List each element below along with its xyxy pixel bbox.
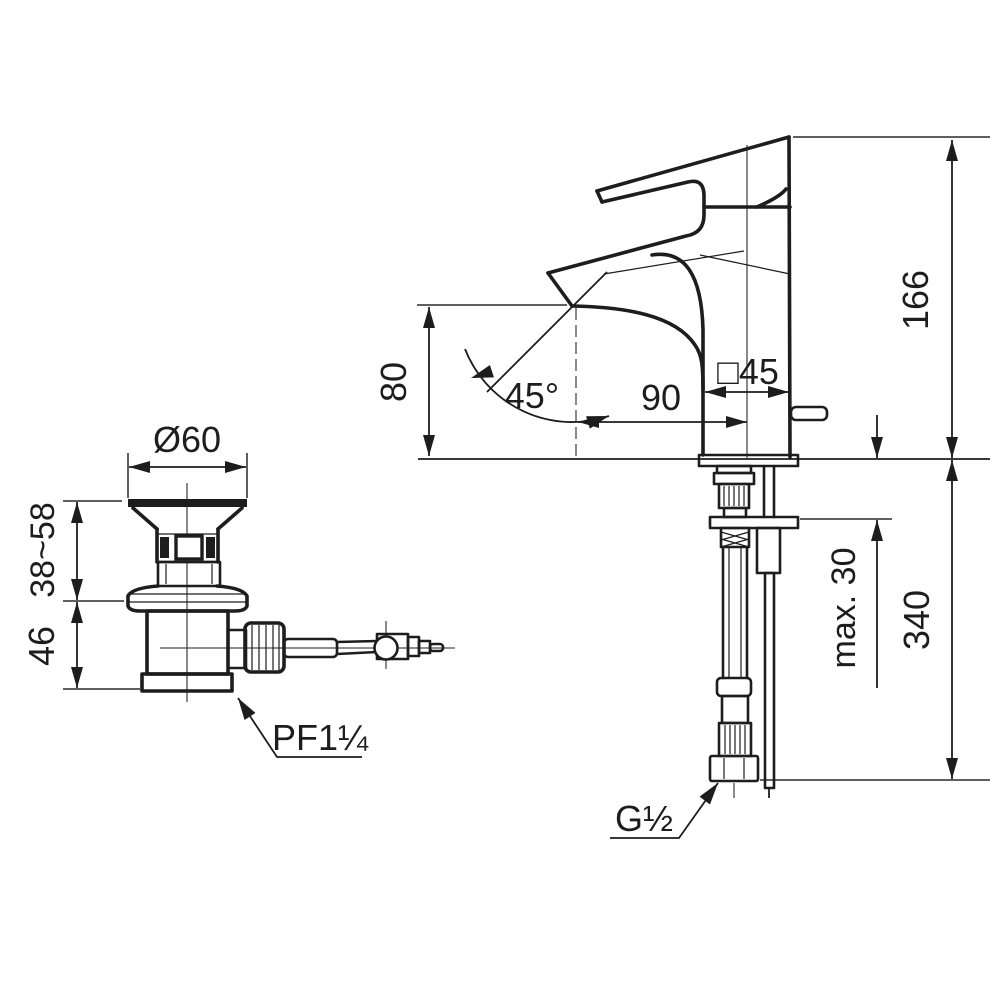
dimension-38-58: 38~58 xyxy=(24,502,83,600)
mounting-washer xyxy=(708,515,800,530)
label-text-g-half: G½ xyxy=(615,798,673,839)
pivot-rod-sleeve xyxy=(282,637,339,659)
body-right-edge xyxy=(787,135,792,459)
dimension-46: 46 xyxy=(21,602,83,688)
dim-text-dia60: Ø60 xyxy=(153,419,221,460)
label-drain-thread: PF1¼ xyxy=(232,694,369,758)
drain-flange-rim xyxy=(128,499,247,507)
lift-rod-upper xyxy=(762,464,776,519)
base-plate xyxy=(697,453,800,468)
spout-mouth-face xyxy=(546,271,574,308)
drain-assembly xyxy=(126,499,445,693)
under-counter-assembly xyxy=(708,464,800,798)
hose-connector xyxy=(715,676,753,698)
angle-annotation-45deg: 45° xyxy=(464,271,611,429)
shank-neck xyxy=(722,506,748,519)
knurl-texture xyxy=(723,486,745,506)
reference-lines xyxy=(63,136,990,798)
spout-bottom-curve xyxy=(570,304,705,392)
angle-arrow-end xyxy=(586,409,611,429)
pf-leader-arrow xyxy=(232,694,256,720)
dim-text-80: 80 xyxy=(373,362,414,402)
dimension-80: 80 xyxy=(373,307,435,456)
g-half-leader-line xyxy=(610,782,719,839)
pivot-tip xyxy=(428,642,445,653)
angle-text-45deg: 45° xyxy=(505,375,559,416)
label-supply-thread: G½ xyxy=(610,779,724,839)
dim-text-38-58: 38~58 xyxy=(24,502,62,598)
label-text-pf: PF1¼ xyxy=(272,717,369,758)
drain-square-port xyxy=(174,534,204,561)
dimension-90: 90 xyxy=(578,377,747,428)
lift-rod xyxy=(763,571,776,790)
angle-reference-line xyxy=(486,271,608,393)
g-half-leader-arrow xyxy=(699,779,724,805)
hose-nut-facets xyxy=(723,758,745,779)
drain-left-lug xyxy=(160,537,169,558)
dim-text-90: 90 xyxy=(641,377,681,418)
shank-collar xyxy=(712,471,756,486)
drain-diameter-extension-lines xyxy=(127,453,248,498)
locknut-ridges xyxy=(128,593,247,603)
thread-texture xyxy=(724,725,746,754)
dimension-166: 166 xyxy=(895,140,958,458)
pivot-ball xyxy=(373,635,399,661)
popup-knob xyxy=(789,405,829,422)
spout-ridge-line-2 xyxy=(699,254,791,275)
angle-arrow-start xyxy=(468,365,494,385)
dimension-max30: max. 30 xyxy=(825,415,883,688)
pivot-collar xyxy=(406,635,421,658)
spout-ridge-line-1 xyxy=(603,250,745,275)
hose-lower-tube xyxy=(720,694,750,725)
tailpiece-inner-lines xyxy=(165,564,213,584)
dim-text-max30: max. 30 xyxy=(825,548,863,669)
angle-arc xyxy=(464,348,610,423)
pivot-step xyxy=(417,639,432,655)
drain-foot xyxy=(140,672,234,693)
supply-hose-walls xyxy=(721,545,749,680)
hose-crimp xyxy=(719,526,751,549)
gland-ribs xyxy=(251,625,280,670)
dim-text-square45: □45 xyxy=(717,351,779,392)
handle-top-edge xyxy=(595,135,791,193)
drain-funnel xyxy=(131,506,244,531)
drain-tailpiece xyxy=(156,560,222,588)
handle-back-notch xyxy=(755,187,788,209)
handle-tip xyxy=(595,189,604,204)
pivot-rod xyxy=(335,639,379,656)
crimp-braid-texture xyxy=(720,531,750,548)
dim-text-46: 46 xyxy=(21,626,62,666)
drain-height-extension-lines xyxy=(63,500,140,690)
dim-text-166: 166 xyxy=(895,270,936,330)
faucet-outline xyxy=(546,135,829,468)
dimension-dia60: Ø60 xyxy=(129,419,246,473)
drain-right-lug xyxy=(206,537,215,558)
dim-text-340: 340 xyxy=(896,590,937,650)
hose-nut xyxy=(708,754,760,783)
body-front-edge xyxy=(650,252,705,457)
supply-hose-inner-lines xyxy=(728,547,742,678)
dimension-340: 340 xyxy=(896,460,958,779)
lift-rod-sleeve xyxy=(755,526,782,575)
dimension-square45: □45 xyxy=(705,351,789,398)
pf-leader-line xyxy=(237,697,362,758)
